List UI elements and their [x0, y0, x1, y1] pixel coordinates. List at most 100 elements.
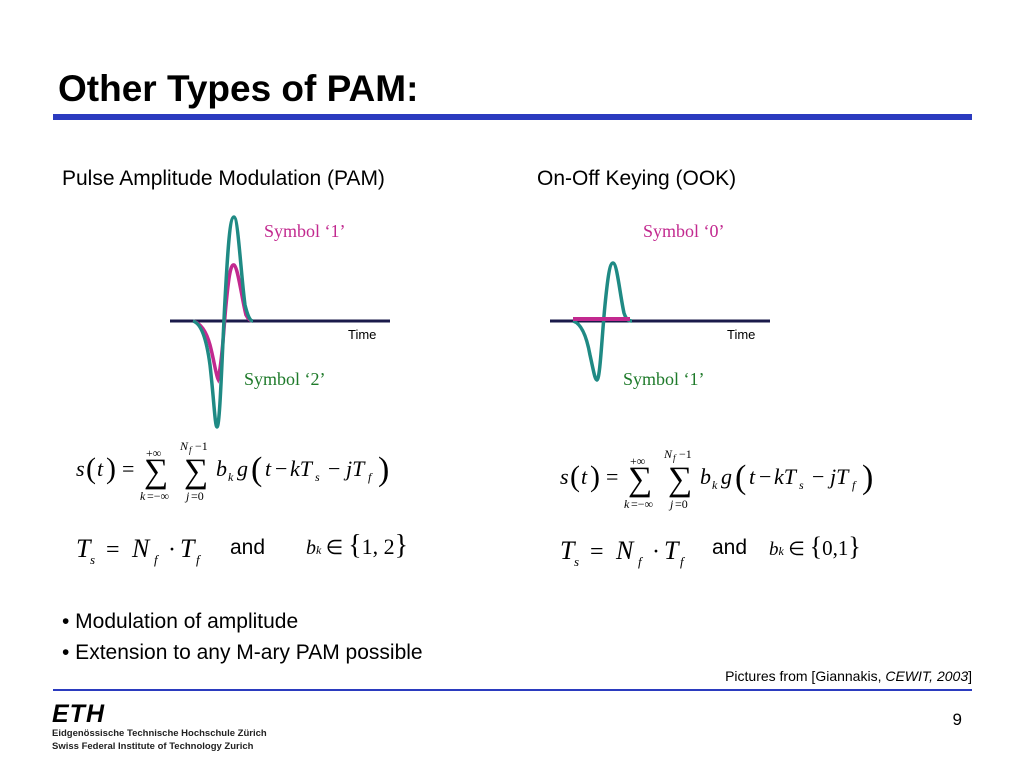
svg-text:g: g [237, 456, 248, 481]
svg-text:·: · [168, 537, 176, 563]
institution-name-german: Eidgenössische Technische Hochschule Zür… [52, 728, 267, 739]
eth-logo: ETH [52, 700, 105, 729]
svg-text:=: = [606, 464, 618, 489]
ook-symbol-1-pulse [572, 261, 633, 382]
ook-and-text: and [712, 536, 748, 559]
svg-text:T: T [76, 534, 92, 563]
page-number: 9 [952, 710, 962, 729]
svg-text:s: s [560, 464, 569, 489]
svg-text:): ) [862, 459, 873, 496]
svg-text:(: ( [251, 451, 262, 488]
credit-suffix: ] [968, 668, 972, 684]
svg-text:∑: ∑ [184, 453, 208, 490]
pam-symbol-set: bk ∈ {1, 2} [306, 530, 409, 561]
svg-text:(: ( [86, 452, 96, 485]
svg-text:=0: =0 [191, 489, 204, 503]
svg-text:k: k [228, 470, 234, 484]
pam-and-text: and [230, 536, 266, 559]
svg-text:+∞: +∞ [630, 454, 645, 468]
svg-text:−: − [275, 456, 287, 481]
svg-text:g: g [721, 464, 732, 489]
svg-text:): ) [590, 460, 600, 493]
svg-text:f: f [368, 470, 373, 484]
svg-text:=−∞: =−∞ [631, 497, 653, 511]
institution-name-english: Swiss Federal Institute of Technology Zu… [52, 741, 254, 752]
svg-text:f: f [154, 552, 160, 567]
svg-text:jT: jT [827, 464, 850, 489]
svg-text:k: k [624, 497, 630, 511]
svg-text:f: f [680, 554, 686, 569]
svg-text:=: = [106, 537, 120, 563]
svg-text:t: t [265, 456, 272, 481]
svg-text:t: t [749, 464, 756, 489]
credit-prefix: Pictures from [Giannakis, [725, 668, 886, 684]
svg-text:): ) [378, 451, 389, 488]
credit-source: CEWIT, 2003 [885, 668, 969, 684]
bullet-list: • Modulation of amplitude • Extension to… [62, 606, 423, 668]
svg-text:t: t [581, 464, 588, 489]
ook-symbol-top-label: Symbol ‘0’ [643, 221, 725, 241]
svg-text:f: f [196, 552, 202, 567]
svg-text:−1: −1 [195, 439, 208, 453]
svg-text:(: ( [570, 460, 580, 493]
page-title: Other Types of PAM: [58, 68, 419, 109]
svg-text:=: = [122, 456, 134, 481]
svg-text:f: f [189, 445, 193, 455]
svg-text:jT: jT [343, 456, 366, 481]
image-credit: Pictures from [Giannakis, CEWIT, 2003] [725, 668, 972, 684]
svg-text:s: s [574, 554, 579, 569]
pam-symbol-2-pulse [192, 215, 254, 429]
institution-name: Eidgenössische Technische Hochschule Zür… [52, 727, 267, 753]
svg-text:T: T [560, 536, 576, 565]
svg-text:s: s [90, 552, 95, 567]
svg-text:=: = [590, 539, 604, 565]
svg-text:k: k [712, 478, 718, 492]
pam-heading: Pulse Amplitude Modulation (PAM) [62, 167, 385, 190]
svg-text:b: b [700, 464, 711, 489]
svg-text:∑: ∑ [628, 461, 652, 498]
ook-heading: On-Off Keying (OOK) [537, 167, 737, 190]
svg-text:f: f [638, 554, 644, 569]
bullet-item: • Extension to any M-ary PAM possible [62, 641, 423, 664]
svg-text:−: − [812, 464, 824, 489]
svg-text:f: f [673, 453, 677, 463]
svg-text:∑: ∑ [668, 461, 692, 498]
svg-text:j: j [184, 489, 190, 503]
svg-text:kT: kT [774, 464, 798, 489]
ook-waveform [550, 261, 770, 382]
svg-text:−: − [759, 464, 771, 489]
svg-text:+∞: +∞ [146, 446, 161, 460]
svg-text:kT: kT [290, 456, 314, 481]
pam-symbol-bottom-label: Symbol ‘2’ [244, 369, 326, 389]
pam-waveform [170, 215, 390, 429]
svg-text:(: ( [735, 459, 746, 496]
ook-symbol-set-values: 0,1 [822, 536, 849, 560]
ook-symbol-set: bk ∈ {0,1} [769, 532, 861, 561]
svg-text:T: T [180, 534, 196, 563]
svg-text:∑: ∑ [144, 453, 168, 490]
eth-logo-text: ETH [52, 700, 105, 728]
svg-text:k: k [140, 489, 146, 503]
svg-text:s: s [315, 470, 320, 484]
svg-text:−: − [328, 456, 340, 481]
svg-text:): ) [106, 452, 116, 485]
footer-divider [53, 689, 972, 691]
svg-text:s: s [799, 478, 804, 492]
svg-text:=0: =0 [675, 497, 688, 511]
svg-text:T: T [664, 536, 680, 565]
bullet-item: • Modulation of amplitude [62, 610, 299, 633]
svg-text:N: N [131, 534, 151, 563]
svg-text:N: N [663, 447, 673, 461]
svg-text:N: N [179, 439, 189, 453]
svg-text:N: N [615, 536, 635, 565]
pam-symbol-set-values: 1, 2 [361, 534, 395, 559]
pam-period-equation: T s = N f · T f [76, 534, 202, 567]
svg-text:·: · [652, 539, 660, 565]
title-divider [53, 114, 972, 120]
pam-time-label: Time [348, 327, 377, 342]
svg-text:b: b [216, 456, 227, 481]
ook-period-equation: T s = N f · T f [560, 536, 686, 569]
svg-text:s: s [76, 456, 85, 481]
svg-text:=−∞: =−∞ [147, 489, 169, 503]
pam-symbol-top-label: Symbol ‘1’ [264, 221, 346, 241]
